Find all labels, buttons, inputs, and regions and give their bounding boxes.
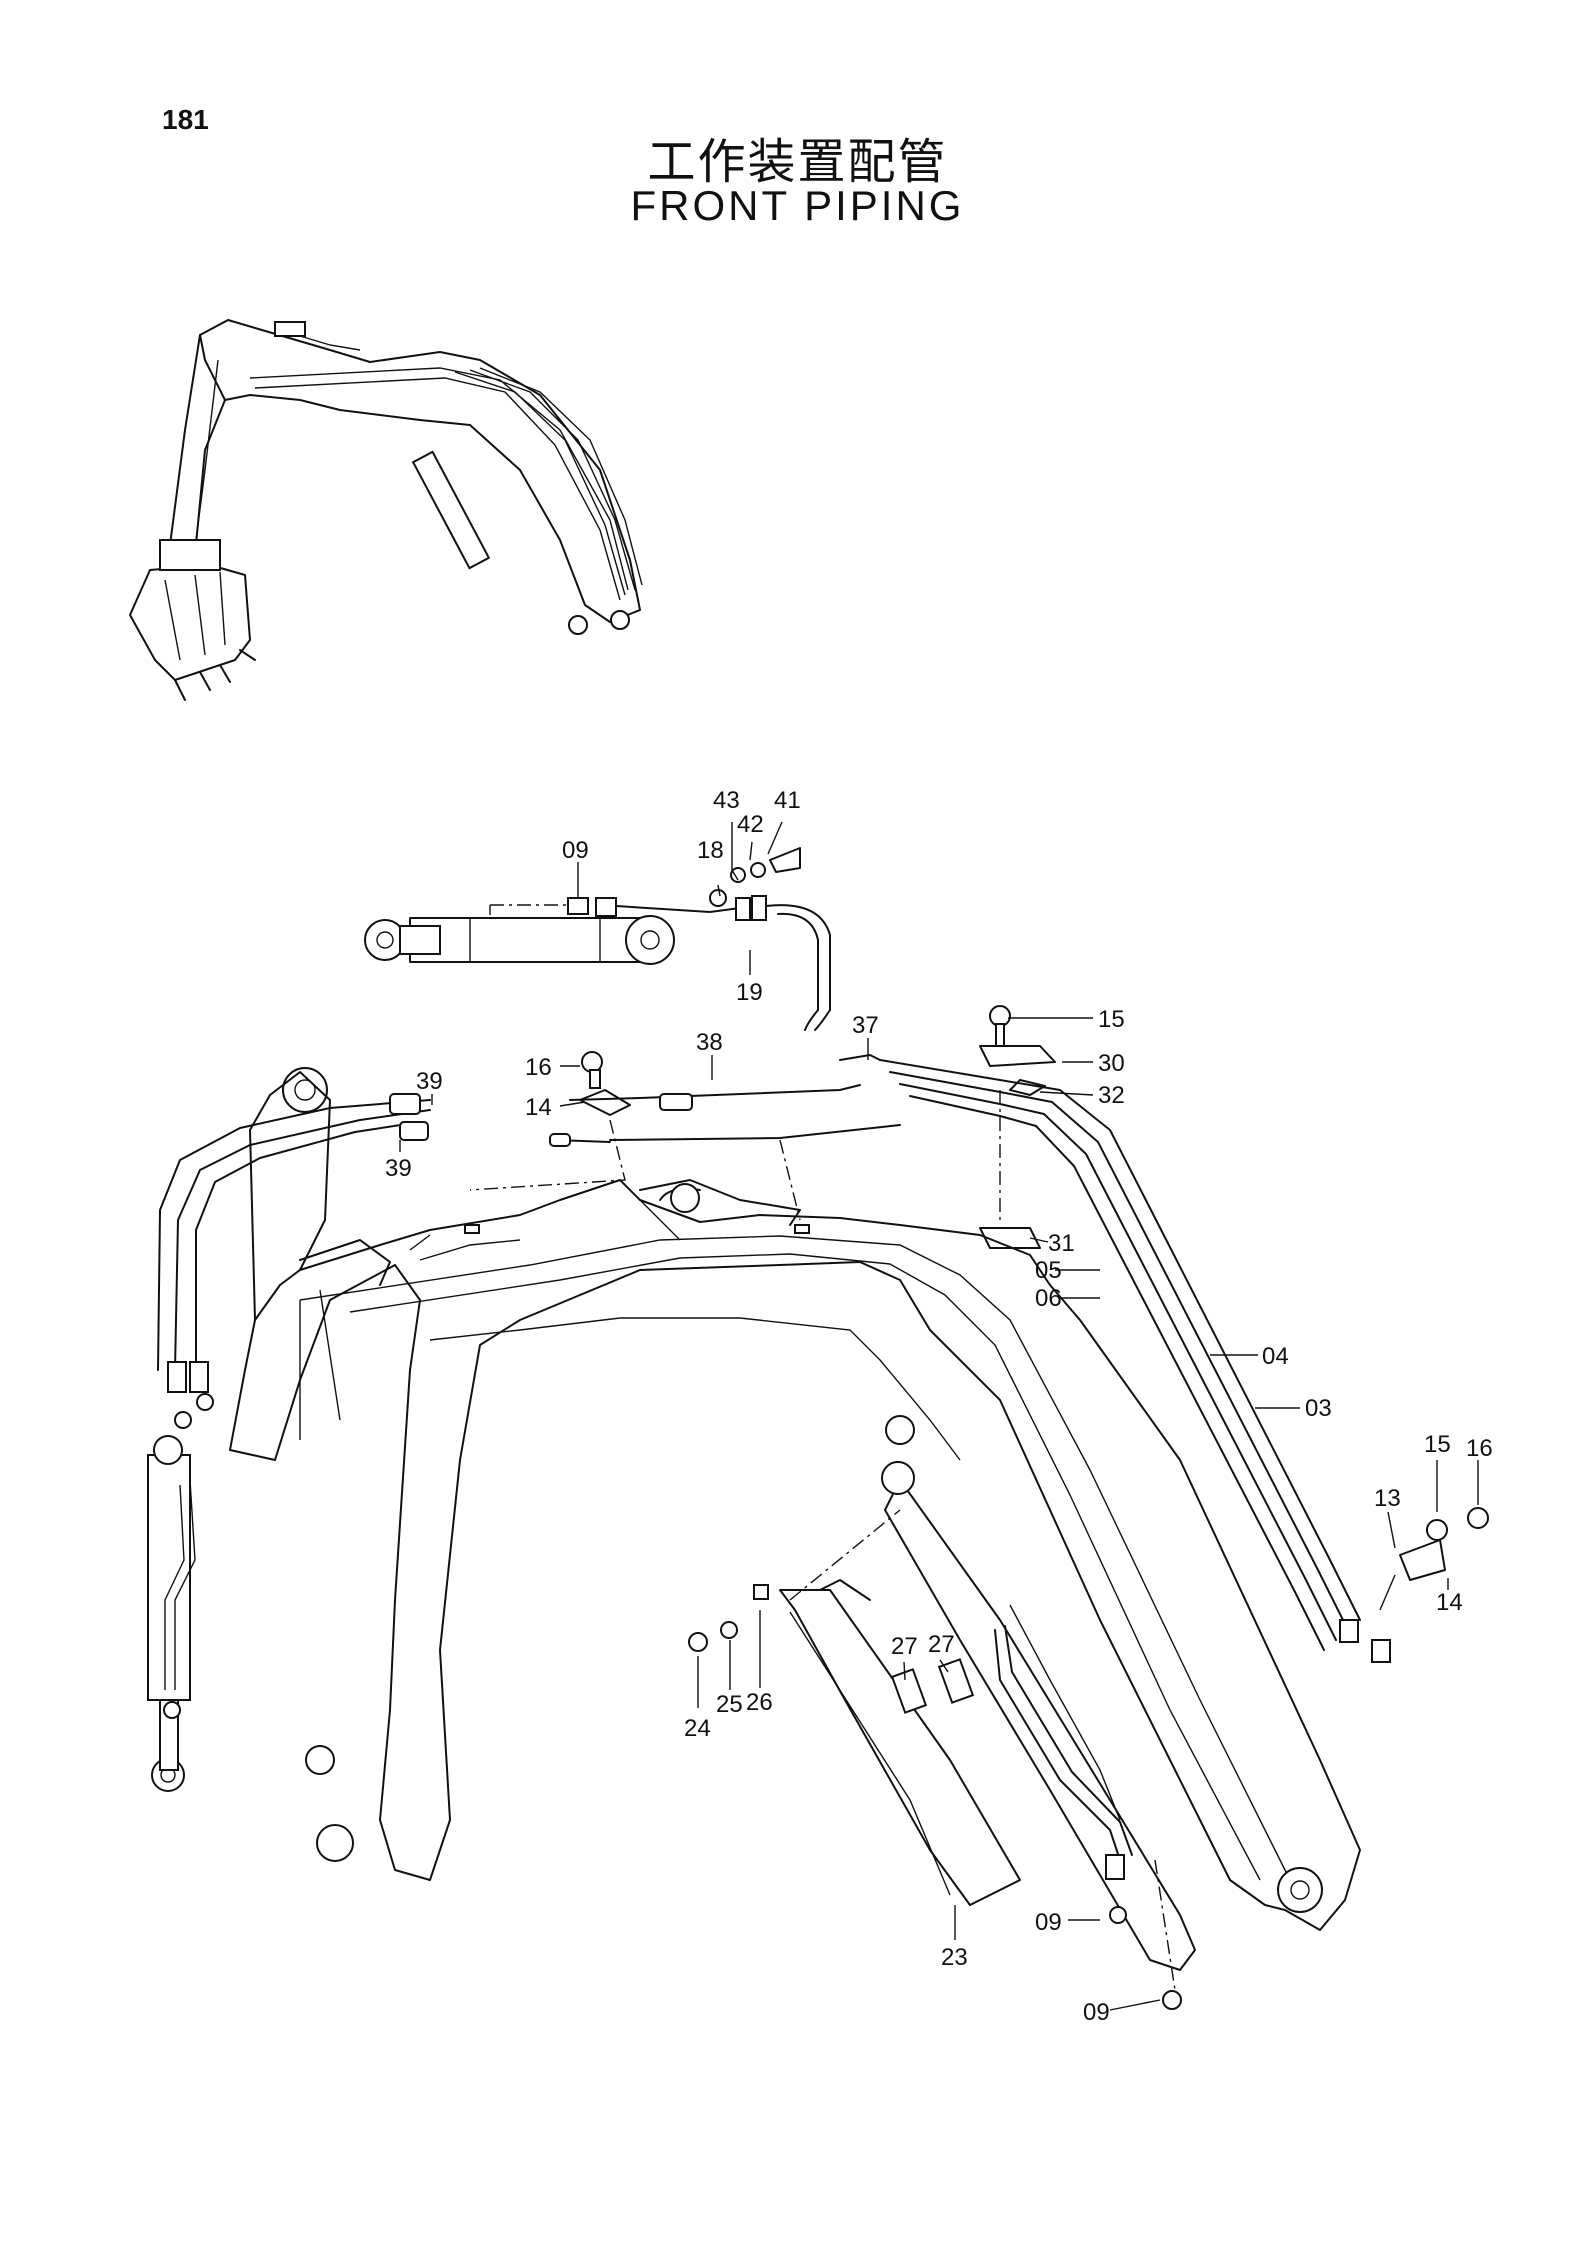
callout-label: 09 bbox=[562, 837, 589, 864]
callout-label: 06 bbox=[1035, 1285, 1062, 1312]
callout-label: 30 bbox=[1098, 1050, 1125, 1077]
callout-label: 27 bbox=[891, 1633, 918, 1660]
callout-label: 43 bbox=[713, 787, 740, 814]
callout-label: 03 bbox=[1305, 1395, 1332, 1422]
boom-cylinder-assembly bbox=[364, 847, 831, 1031]
overview-excavator-illustration bbox=[129, 319, 643, 701]
callout-label: 18 bbox=[697, 837, 724, 864]
callout-label: 32 bbox=[1098, 1082, 1125, 1109]
page-title-english: FRONT PIPING bbox=[630, 182, 965, 229]
callout-label: 16 bbox=[525, 1054, 552, 1081]
arm-hydraulic-pipes bbox=[549, 1054, 1489, 1663]
callout-label: 37 bbox=[852, 1012, 879, 1039]
callout-label: 39 bbox=[416, 1068, 443, 1095]
callout-label: 15 bbox=[1098, 1006, 1125, 1033]
callout-label: 15 bbox=[1424, 1431, 1451, 1458]
callout-label: 09 bbox=[1083, 1999, 1110, 2026]
callout-label: 31 bbox=[1048, 1230, 1075, 1257]
callout-label: 41 bbox=[774, 787, 801, 814]
arm-cylinder-assembly bbox=[881, 1461, 1196, 2010]
callout-label: 14 bbox=[525, 1094, 552, 1121]
clamp-hardware bbox=[464, 1005, 1056, 1249]
callout-label: 23 bbox=[941, 1944, 968, 1971]
callout-label: 39 bbox=[385, 1155, 412, 1182]
callout-label: 04 bbox=[1262, 1343, 1289, 1370]
boom-structure bbox=[229, 1067, 1361, 1931]
page-number: 181 bbox=[162, 104, 209, 135]
callout-label: 25 bbox=[716, 1691, 743, 1718]
callout-label: 42 bbox=[737, 811, 764, 838]
left-boom-hoses bbox=[147, 1093, 431, 1792]
callout-label: 09 bbox=[1035, 1909, 1062, 1936]
page-title-chinese: 工作装置配管 bbox=[647, 134, 948, 190]
callout-label: 05 bbox=[1035, 1257, 1062, 1284]
callout-label: 16 bbox=[1466, 1435, 1493, 1462]
callout-labels: 43 41 42 18 09 19 37 38 15 30 32 16 14 3… bbox=[385, 787, 1493, 2026]
callout-label: 13 bbox=[1374, 1485, 1401, 1512]
callout-label: 27 bbox=[928, 1631, 955, 1658]
callout-label: 26 bbox=[746, 1689, 773, 1716]
callout-leader-lines bbox=[399, 821, 1479, 2011]
callout-label: 38 bbox=[696, 1029, 723, 1056]
callout-label: 14 bbox=[1436, 1589, 1463, 1616]
callout-label: 24 bbox=[684, 1715, 711, 1742]
callout-label: 19 bbox=[736, 979, 763, 1006]
